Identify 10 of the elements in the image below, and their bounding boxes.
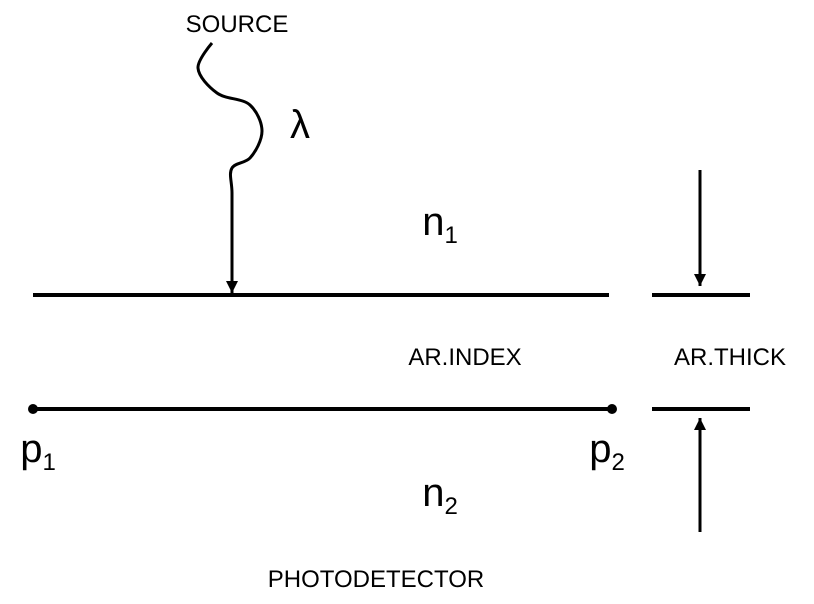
layer-label: AR.INDEX (408, 346, 522, 370)
point-label: p$_{1}$ (20, 428, 56, 476)
thickness-label: AR.THICK (674, 346, 786, 370)
point-label: p$_{2}$ (589, 428, 625, 476)
source-label: SOURCE (186, 13, 288, 37)
light-arrow (196, 42, 264, 293)
wavelength-label: λ (290, 105, 310, 145)
medium-label: n$_{2}$ (422, 472, 458, 520)
medium-label: n$_{1}$ (422, 202, 458, 248)
detector-label: PHOTODETECTOR (268, 568, 484, 592)
